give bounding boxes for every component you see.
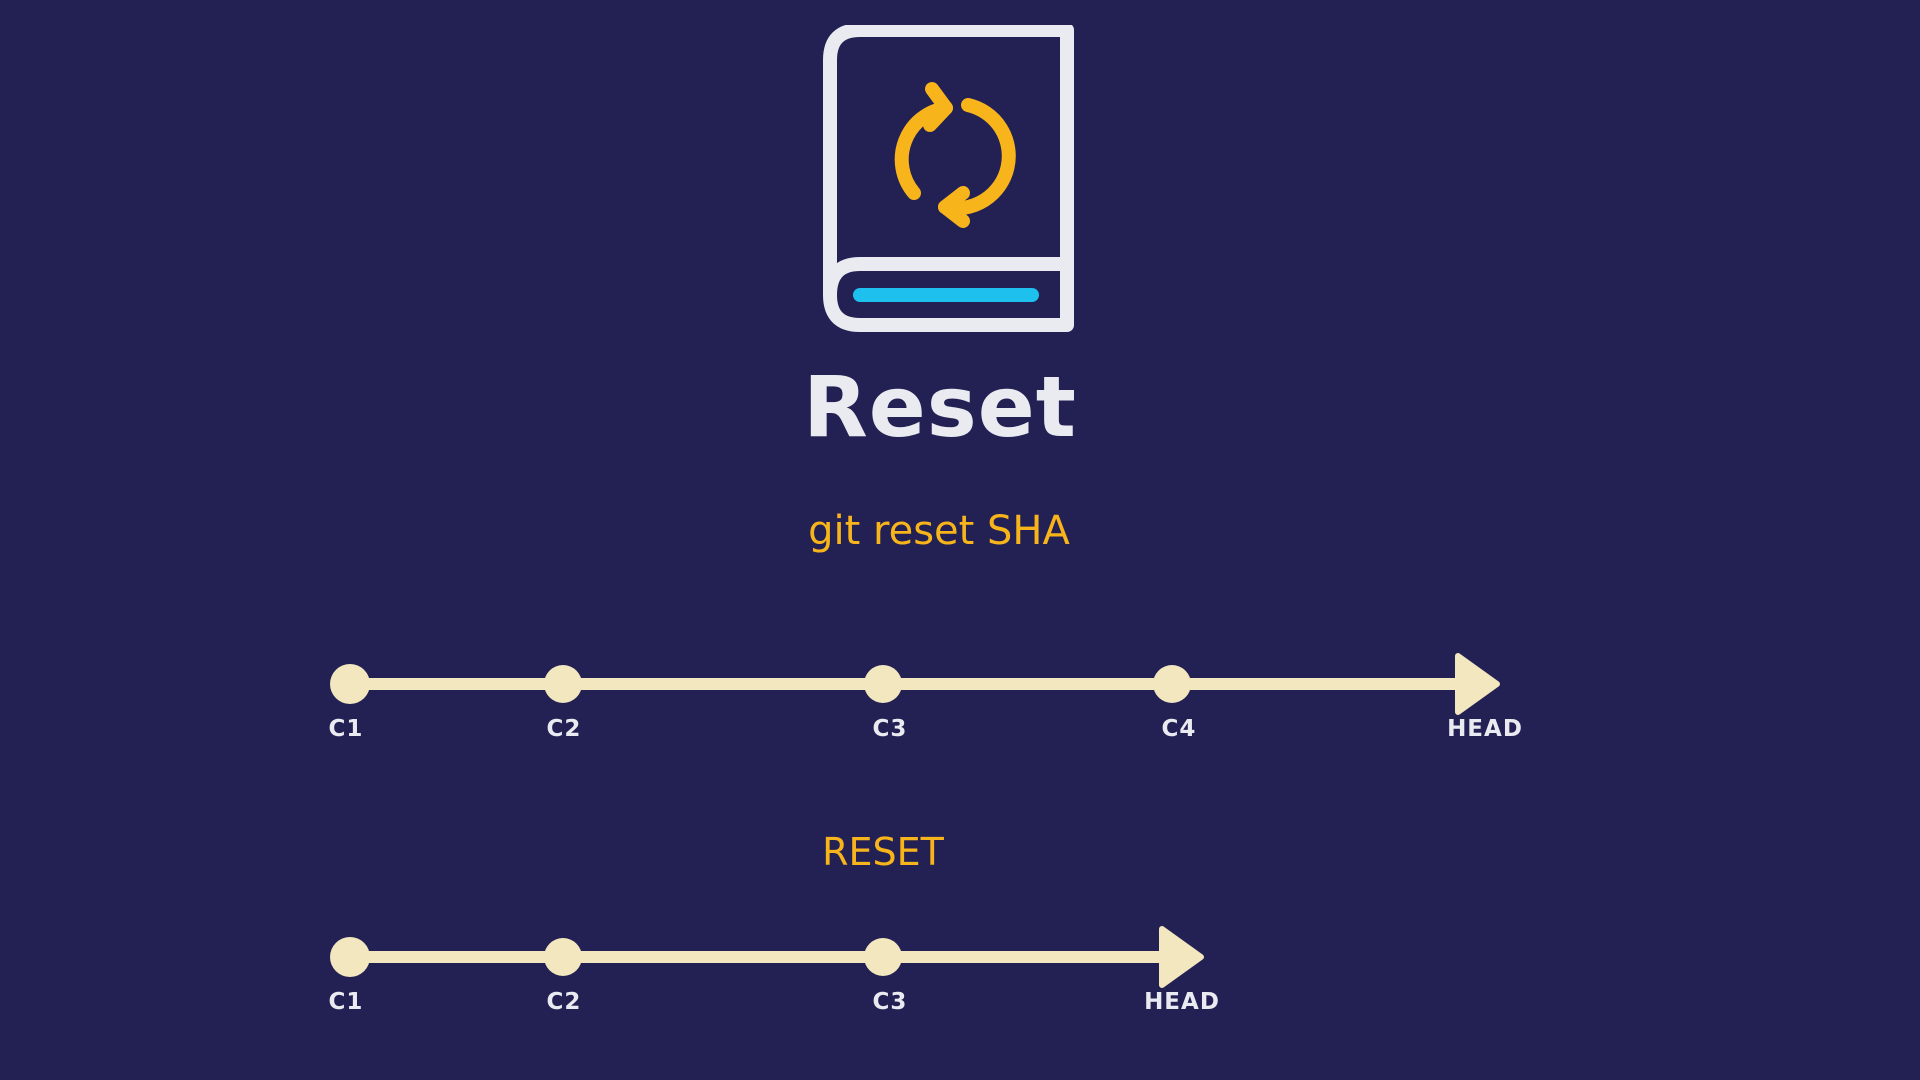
git-command: git reset SHA — [808, 508, 1070, 554]
book-icon — [823, 25, 1074, 332]
commit-node-c3 — [864, 938, 902, 976]
commit-node-c4 — [1153, 665, 1191, 703]
commit-node-c1 — [330, 664, 370, 704]
reset-action-label: RESET — [822, 830, 944, 874]
commit-label-c1: C1 — [329, 716, 364, 742]
commit-node-c3 — [864, 665, 902, 703]
commit-label-c4: C4 — [1162, 716, 1197, 742]
timeline-after: C1 C2 C3 HEAD — [329, 926, 1220, 1015]
head-label: HEAD — [1447, 716, 1523, 742]
commit-node-c1 — [330, 937, 370, 977]
commit-label-c1: C1 — [329, 989, 364, 1015]
commit-label-c2: C2 — [547, 716, 582, 742]
commit-node-c2 — [544, 665, 582, 703]
timeline-after-head-arrow — [1159, 926, 1204, 988]
commit-label-c3: C3 — [873, 716, 908, 742]
timeline-before: C1 C2 C3 C4 HEAD — [329, 653, 1523, 742]
sync-arrows-icon — [894, 82, 1016, 228]
head-label: HEAD — [1144, 989, 1220, 1015]
commit-node-c2 — [544, 938, 582, 976]
commit-label-c2: C2 — [547, 989, 582, 1015]
timeline-before-head-arrow — [1455, 653, 1500, 715]
commit-label-c3: C3 — [873, 989, 908, 1015]
page-title: Reset — [803, 358, 1077, 456]
